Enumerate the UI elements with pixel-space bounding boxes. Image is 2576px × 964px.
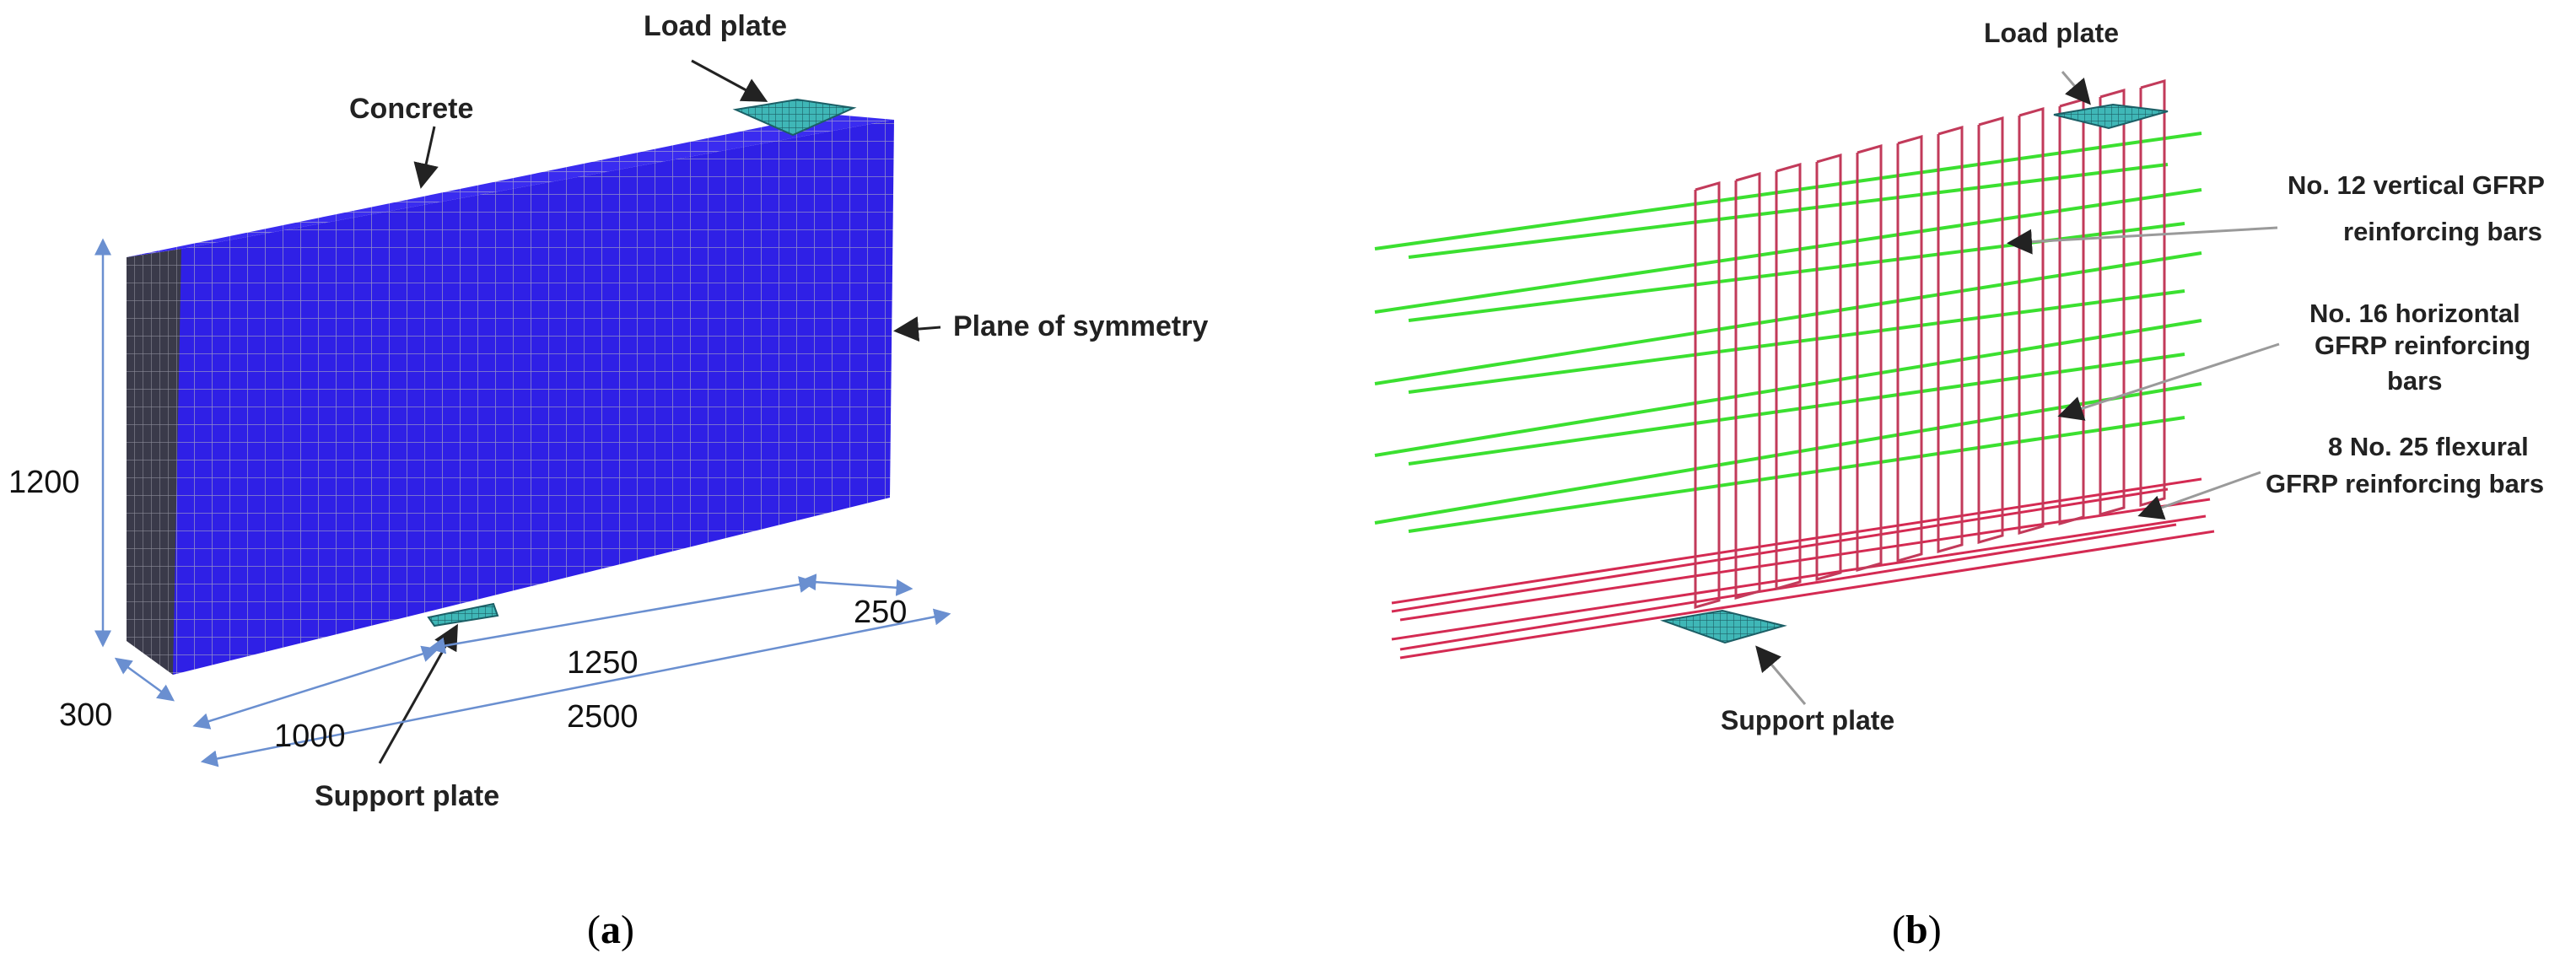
panel-a: Load plate Concrete Plane of symmetry Su… bbox=[8, 10, 1208, 952]
leader-vertical-bars bbox=[2007, 226, 2278, 255]
caption-a-open: ( bbox=[587, 907, 601, 952]
leader-load-plate-a bbox=[691, 59, 768, 102]
vertical-stirrup bbox=[1734, 172, 1761, 600]
horizontal-bar bbox=[1374, 319, 2202, 457]
horizontal-bar bbox=[1408, 416, 2185, 533]
dim-line-250 bbox=[799, 574, 913, 596]
dim-height: 1200 bbox=[8, 465, 80, 500]
concrete-front-face bbox=[173, 120, 894, 675]
vertical-stirrup bbox=[2058, 98, 2085, 525]
horizontal-bar bbox=[1408, 353, 2185, 466]
dim-width: 300 bbox=[59, 697, 112, 733]
dim-1000: 1000 bbox=[274, 719, 346, 754]
label-horizontal-bars-3: bars bbox=[2387, 366, 2442, 396]
caption-b-close: ) bbox=[1928, 907, 1942, 952]
flexural-bar bbox=[1399, 498, 2211, 622]
dim-250: 250 bbox=[854, 595, 907, 630]
caption-b-letter: b bbox=[1905, 907, 1928, 952]
label-load-plate-b: Load plate bbox=[1984, 18, 2119, 48]
vertical-stirrup bbox=[2018, 107, 2045, 535]
load-plate-b bbox=[2053, 103, 2169, 130]
label-horizontal-bars-1: No. 16 horizontal bbox=[2309, 299, 2520, 328]
label-flexural-bars-1: 8 No. 25 flexural bbox=[2328, 432, 2529, 461]
caption-b: (b) bbox=[1892, 907, 1942, 952]
vertical-stirrup bbox=[1856, 144, 1883, 572]
flexural-bar bbox=[1399, 530, 2215, 660]
leader-concrete bbox=[413, 126, 439, 189]
vertical-stirrup bbox=[1775, 163, 1802, 590]
flexural-bar bbox=[1391, 477, 2202, 605]
vertical-stirrup bbox=[1694, 181, 1721, 609]
horizontal-bar bbox=[1408, 289, 2185, 394]
flexural-bar bbox=[1391, 487, 2169, 613]
dim-2500: 2500 bbox=[567, 699, 639, 735]
dim-line-width bbox=[114, 657, 175, 702]
label-support-plate-b: Support plate bbox=[1721, 705, 1894, 735]
caption-b-open: ( bbox=[1892, 907, 1905, 952]
vertical-stirrup bbox=[1977, 116, 2004, 544]
dim-1250: 1250 bbox=[567, 645, 639, 681]
dim-line-1000 bbox=[192, 645, 439, 730]
leader-support-plate-a bbox=[378, 623, 458, 764]
vertical-stirrup bbox=[1896, 135, 1923, 563]
vertical-stirrup bbox=[1937, 126, 1964, 553]
leader-flexural-bars bbox=[2137, 471, 2261, 520]
dim-line-2500 bbox=[200, 608, 951, 767]
panel-b: Load plate No. 12 vertical GFRP reinforc… bbox=[1374, 18, 2545, 952]
caption-a-letter: a bbox=[601, 907, 621, 952]
horizontal-gfrp-bars bbox=[1374, 132, 2202, 533]
label-support-plate-a: Support plate bbox=[315, 780, 499, 812]
horizontal-bar bbox=[1374, 382, 2202, 525]
horizontal-bar bbox=[1374, 251, 2202, 385]
vertical-stirrup bbox=[2099, 89, 2126, 516]
concrete-top-face bbox=[127, 114, 894, 257]
concrete-side-face bbox=[127, 249, 181, 675]
vertical-stirrup bbox=[1815, 153, 1842, 581]
flexural-gfrp-bars bbox=[1391, 477, 2215, 660]
support-plate-b bbox=[1660, 609, 1787, 644]
label-vertical-bars-2: reinforcing bars bbox=[2343, 217, 2542, 246]
label-flexural-bars-2: GFRP reinforcing bars bbox=[2266, 469, 2544, 498]
horizontal-bar bbox=[1374, 132, 2202, 250]
leader-support-plate-b bbox=[1755, 645, 1807, 705]
label-load-plate-a: Load plate bbox=[644, 10, 787, 42]
caption-a: (a) bbox=[587, 907, 634, 952]
label-horizontal-bars-2: GFRP reinforcing bbox=[2315, 331, 2530, 360]
label-concrete: Concrete bbox=[349, 93, 473, 125]
label-vertical-bars-1: No. 12 vertical GFRP bbox=[2288, 170, 2545, 200]
leader-load-plate-b bbox=[2061, 71, 2091, 105]
horizontal-bar bbox=[1374, 188, 2202, 314]
flexural-bar bbox=[1399, 523, 2177, 651]
caption-a-close: ) bbox=[621, 907, 634, 952]
horizontal-bar bbox=[1408, 163, 2169, 259]
label-plane-of-symmetry: Plane of symmetry bbox=[953, 310, 1208, 342]
leader-plane-of-symmetry bbox=[893, 316, 941, 342]
leader-horizontal-bars bbox=[2057, 342, 2280, 421]
load-plate-a bbox=[732, 98, 857, 137]
vertical-gfrp-stirrups bbox=[1694, 79, 2166, 609]
